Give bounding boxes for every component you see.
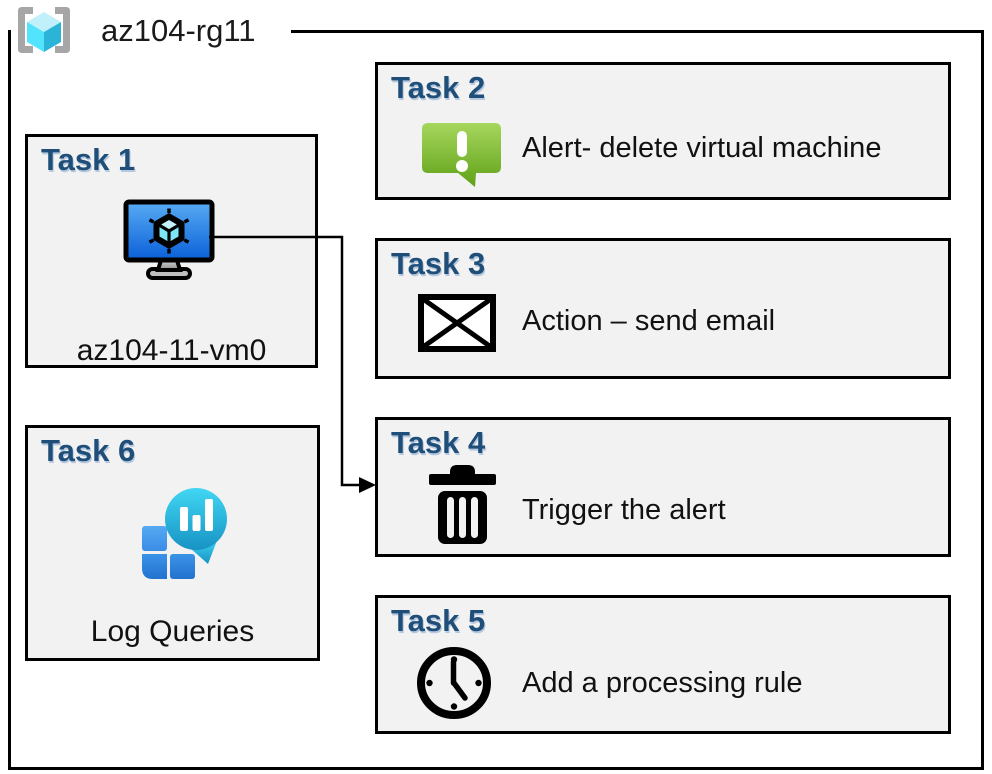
task1-label: az104-11-vm0 xyxy=(76,334,267,367)
task2-label: Alert- delete virtual machine xyxy=(522,132,882,164)
email-envelope-icon xyxy=(418,294,496,352)
task5-label: Add a processing rule xyxy=(522,667,803,699)
task1-box: Task 1 xyxy=(25,134,318,368)
task2-box: Task 2 Alert- delete virtual machine xyxy=(375,62,951,200)
task4-label: Trigger the alert xyxy=(522,494,726,526)
task5-box: Task 5 Add a processing rule xyxy=(375,595,951,734)
connector-arrow-task1-to-task4 xyxy=(209,235,376,493)
virtual-machine-icon xyxy=(123,199,215,280)
resource-group-icon xyxy=(11,4,77,56)
trash-delete-icon xyxy=(429,465,496,544)
log-analytics-icon xyxy=(142,488,227,579)
task2-heading: Task 2 xyxy=(391,70,486,105)
resource-group-name: az104-rg11 xyxy=(101,13,256,48)
resource-group-header: az104-rg11 xyxy=(11,4,291,56)
task6-label: Log Queries xyxy=(90,615,255,648)
task3-box: Task 3 Action – send email xyxy=(375,238,951,379)
task5-heading: Task 5 xyxy=(391,603,486,638)
alert-message-icon xyxy=(422,123,501,187)
task4-heading: Task 4 xyxy=(391,425,486,460)
task3-label: Action – send email xyxy=(522,305,776,337)
task6-heading: Task 6 xyxy=(41,433,136,468)
task4-box: Task 4 Trigger the alert xyxy=(375,417,951,557)
clock-icon xyxy=(417,647,491,719)
task6-box: Task 6 Lo xyxy=(25,425,320,661)
task3-heading: Task 3 xyxy=(391,246,486,281)
task1-heading: Task 1 xyxy=(41,142,136,177)
